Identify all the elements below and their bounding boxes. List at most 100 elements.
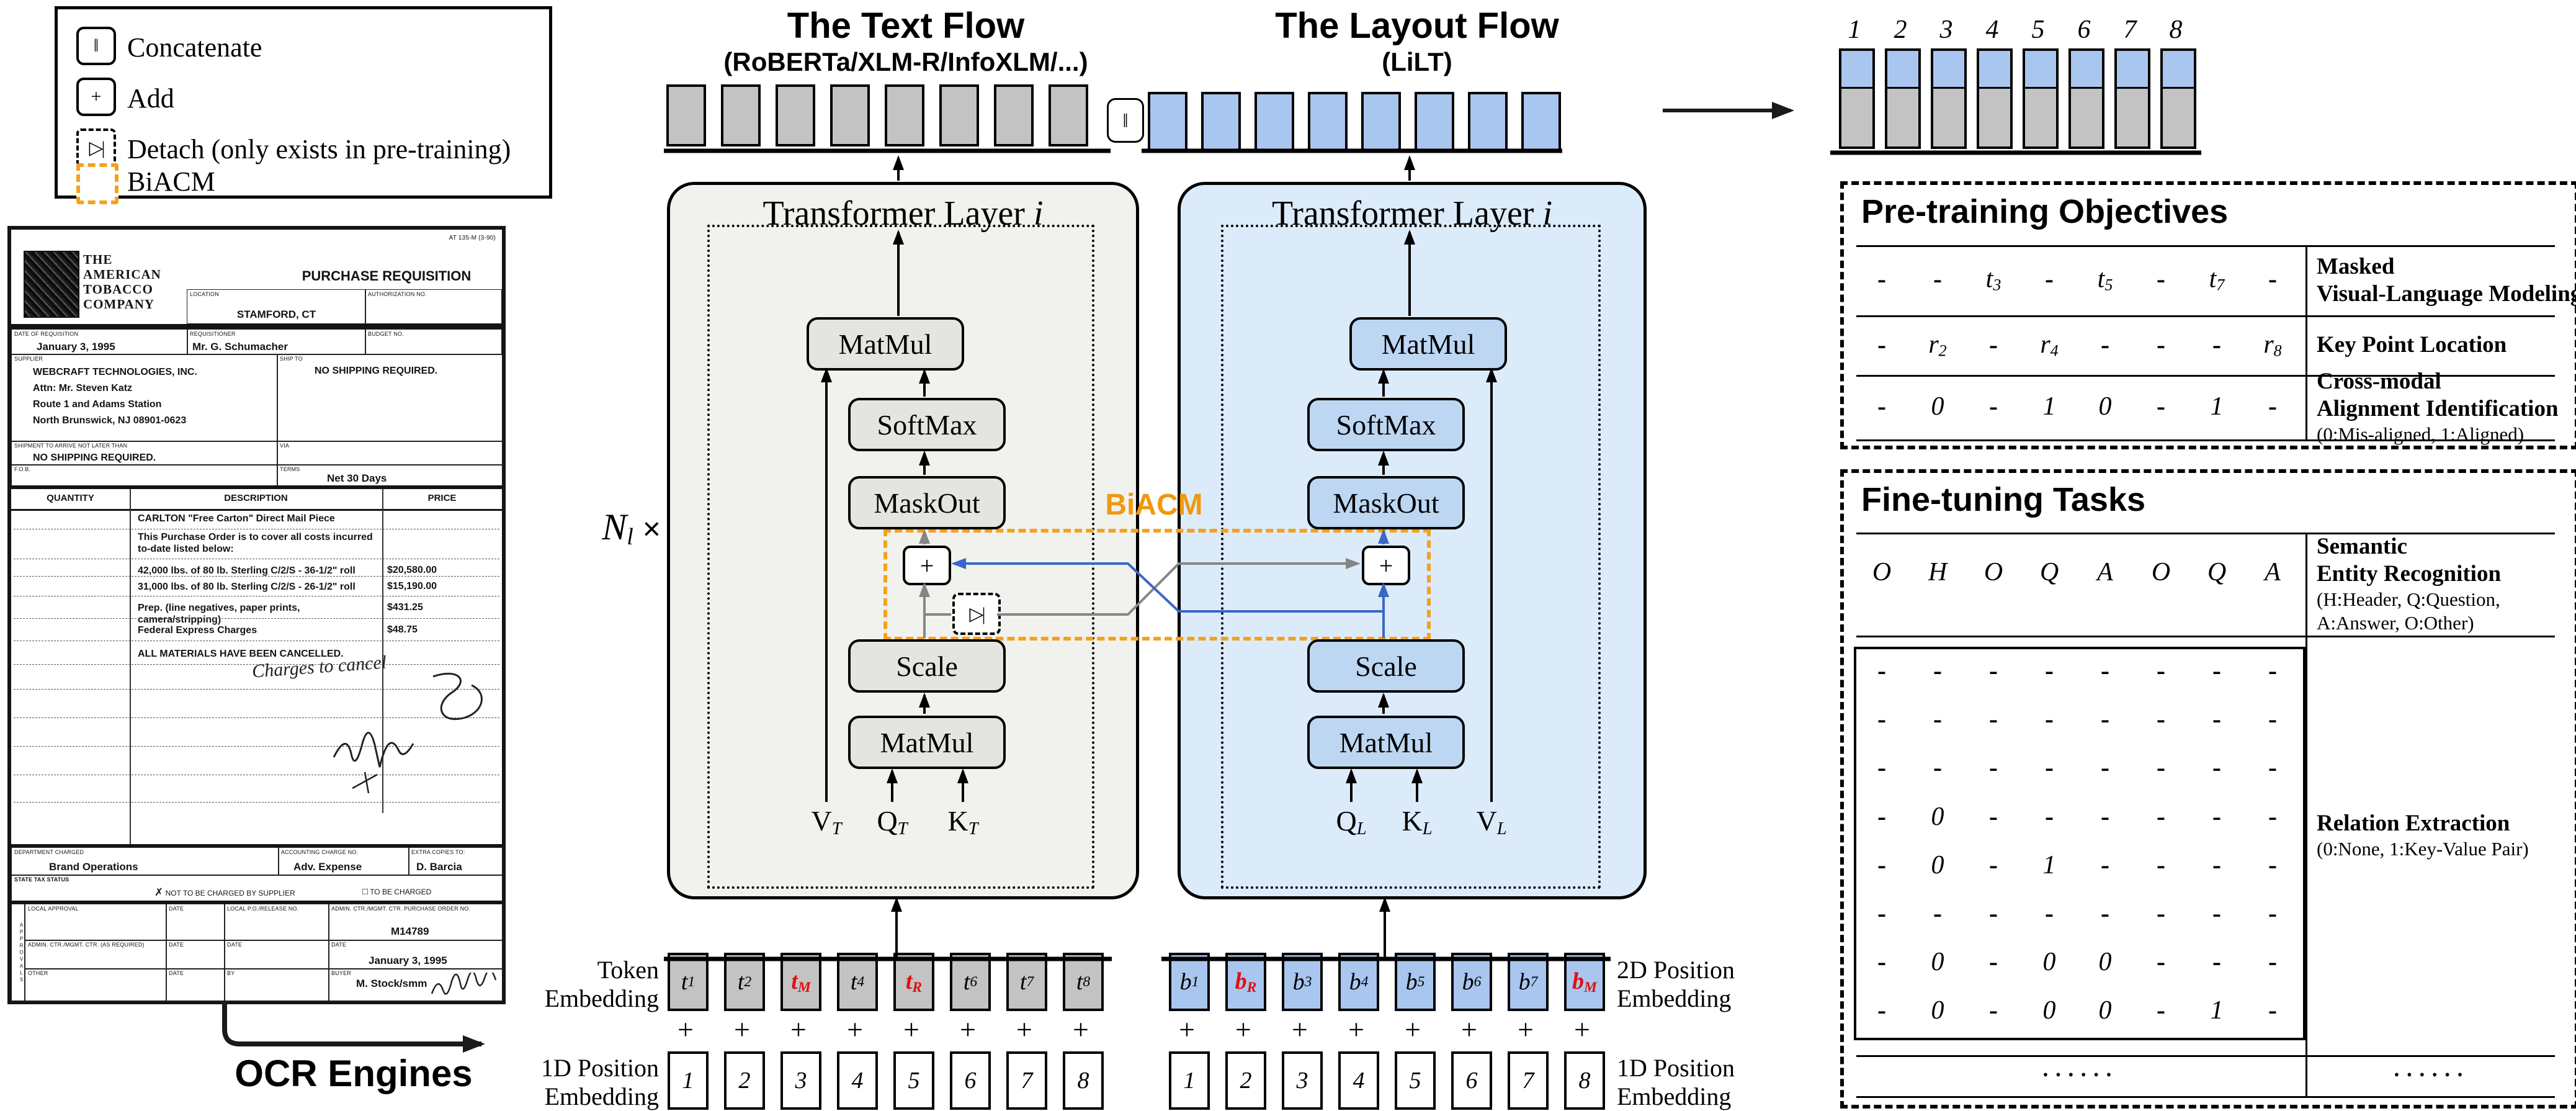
objective-cell: - [1877,265,1886,294]
embedding-add-operator: + [1405,1014,1421,1045]
tax-option-checked: ✗ NOT TO BE CHARGED BY SUPPLIER [154,886,295,899]
admin-req-label: ADMIN. CTR./MGMT. CTR. (AS REQUIRED) [28,942,145,948]
add-icon: + [76,78,116,116]
matrix-cell: - [1989,850,1998,879]
matrix-cell: - [1877,657,1886,685]
matrix-cell: - [2157,705,2165,734]
output-bar-text-part [2071,89,2102,146]
matrix-cell: 0 [2042,948,2056,977]
embedding-add-operator: + [847,1014,863,1045]
location-field: LOCATION STAMFORD, CT [187,289,366,324]
by-cell: BY [224,968,329,1002]
matrix-cell: - [2268,657,2277,685]
objective-cell: - [2268,392,2277,421]
matrix-cell: - [2045,657,2054,685]
extra-copies-value: D. Barcia [416,861,462,873]
layout-output-bar [1415,92,1454,153]
po-date-value: January 3, 1995 [369,955,447,966]
state-tax-field: STATE TAX STATUS ✗ NOT TO BE CHARGED BY … [11,875,503,902]
objective-cell: - [1877,392,1886,421]
objective-cell: - [2045,265,2054,294]
table-divider [2305,533,2307,1096]
ruled-line [14,689,499,690]
matrix-cell: - [2045,899,2054,928]
table-rule [1856,245,2555,247]
concatenate-node: ‖ [1107,98,1144,143]
check-mark: ✗ [154,886,164,898]
matrix-cell: - [2101,850,2109,879]
matrix-cell: - [1877,948,1886,977]
matrix-cell: - [1877,802,1886,831]
matrix-cell: - [2157,802,2165,831]
divider [11,509,502,511]
divider [11,844,502,847]
output-bar [1931,48,1967,149]
legend-box: ‖ Concatenate + Add ▷| Detach (only exis… [55,6,552,204]
ocr-engines-label: OCR Engines [235,1053,473,1094]
panel-label-line: Entity Recognition [2317,561,2502,587]
matrix-cell: - [2101,753,2109,783]
table-rule [1856,533,2555,534]
date-cell: DATE [224,940,329,969]
line-item-description: This Purchase Order is to cover all cost… [138,532,373,554]
fob-label: F.O.B. [14,466,31,472]
position-embedding-box: 4 [837,1051,878,1110]
authorization-field: AUTHORIZATION NO. [365,289,502,324]
objective-label: Key Point Location [2317,315,2507,375]
matrix-cell: - [1877,705,1886,734]
position-embedding-box: 8 [1564,1051,1605,1110]
ruled-line [14,746,499,747]
panel-label-line: (0:None, 1:Key-Value Pair) [2317,838,2529,860]
column-divider [382,489,383,813]
panel-label-line: Key Point Location [2317,332,2507,358]
layout-output-bar [1254,92,1294,153]
embedding-add-operator: + [1518,1014,1534,1045]
line-item-description: 31,000 lbs. of 80 lb. Sterling C/2/S - 2… [138,582,356,592]
local-po-label: LOCAL P.O./RELEASE NO. [227,906,299,912]
quantity-header: QUANTITY [47,493,94,503]
objective-cell: - [2157,392,2165,421]
matrix-cell: - [2212,802,2221,831]
position-embedding-box: 6 [1451,1051,1492,1110]
line-item-price: $48.75 [387,624,418,635]
supplier-line: Attn: Mr. Steven Katz [33,383,133,394]
objective-cell: - [2268,265,2277,294]
output-bar-layout-part [1979,51,2010,89]
extra-copies-label: EXTRA COPIES TO: [411,849,465,855]
matrix-cell: - [2268,850,2277,879]
by-label: BY [227,970,235,976]
position-embedding-box: 5 [893,1051,934,1110]
panel-label-line: A:Answer, O:Other) [2317,612,2474,634]
embedding-add-operator: + [1073,1014,1089,1045]
company-line: COMPANY [83,297,155,312]
objective-cell: r4 [2040,330,2059,360]
ship-to-label: SHIP TO [280,356,303,362]
document-title: PURCHASE REQUISITION [302,268,472,284]
embedding-add-operator: + [1574,1014,1590,1045]
matrix-cell: - [1989,753,1998,783]
matrix-cell: - [1933,899,1942,928]
panel-label-line: Visual-Language Modeling [2317,281,2576,307]
layout-flow-title: The Layout Flow [1275,6,1559,46]
line-item-description: CARLTON "Free Carton" Direct Mail Piece [138,513,335,524]
text-output-bar [994,84,1034,146]
ruled-line [14,802,499,803]
table-rule [1856,315,2555,317]
terms-field: TERMS Net 30 Days [277,464,503,487]
text-output-bar [776,84,815,146]
pretraining-title: Pre-training Objectives [1861,193,2229,230]
input-label-v-l: VL [1476,805,1507,839]
department-field: DEPARTMENT CHARGED Brand Operations [11,847,279,876]
panel-label-line: Alignment Identification [2317,396,2559,421]
ruled-line [14,618,499,619]
output-index: 6 [2077,16,2091,44]
budget-field: BUDGET NO. [365,329,502,355]
terms-label: TERMS [280,466,300,472]
